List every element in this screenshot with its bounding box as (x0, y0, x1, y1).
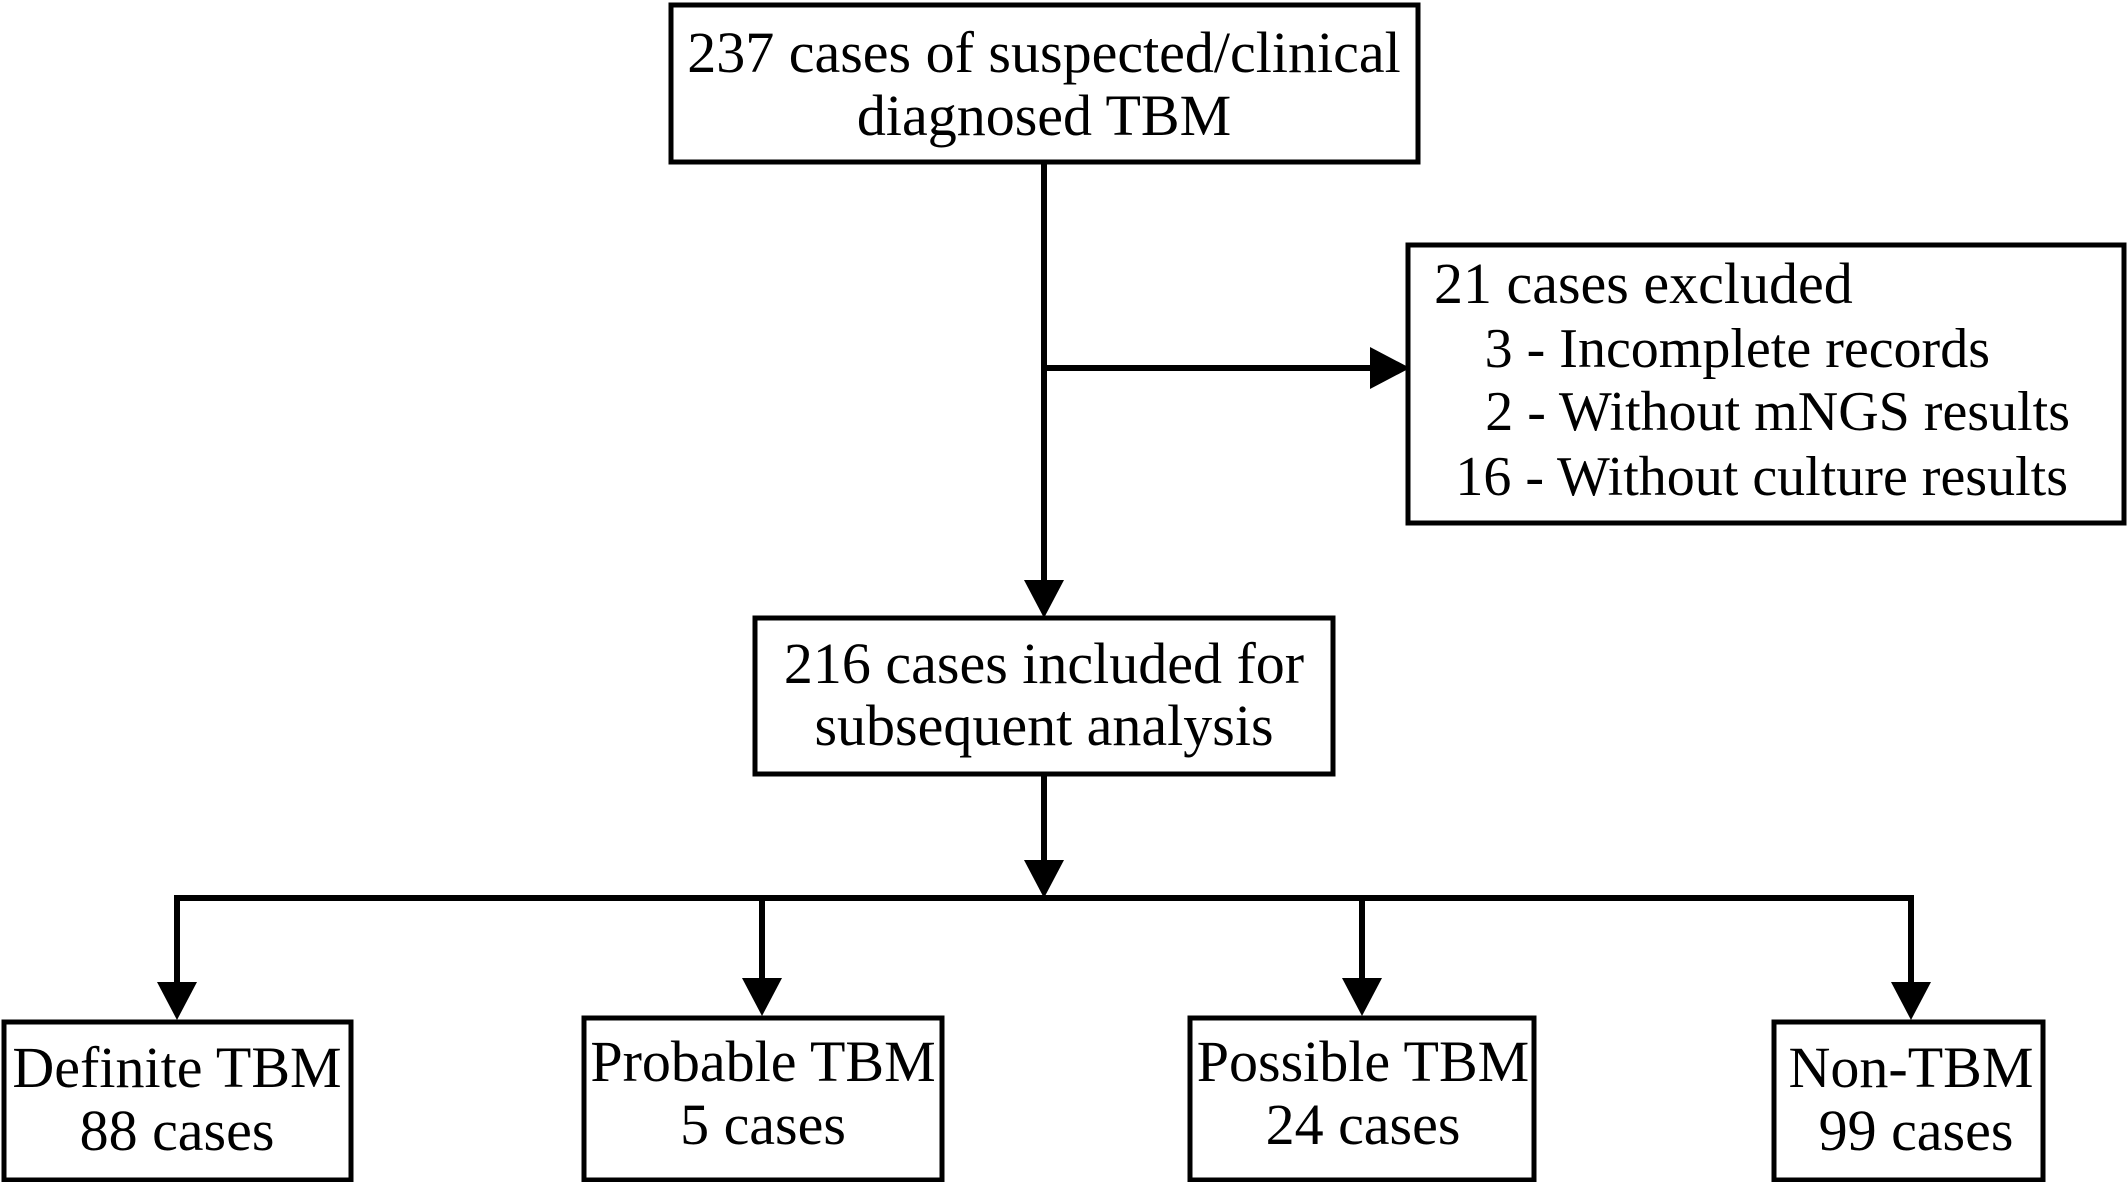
initial-box (668, 2, 1421, 165)
probable-box (581, 1015, 945, 1182)
definite-label: Definite TBM (12, 1035, 341, 1100)
outcome-possible: Possible TBM 24 cases (1187, 1015, 1537, 1182)
definite-box (1, 1019, 354, 1182)
non-tbm-count: 99 cases (1819, 1098, 2014, 1163)
arrow-to-excluded (1370, 347, 1410, 389)
excluded-item-no-mngs: 2 - Without mNGS results (1485, 381, 2070, 443)
arrow-to-included (1024, 580, 1064, 618)
initial-node: 237 cases of suspected/clinical diagnose… (668, 2, 1421, 165)
arrow-to-definite (157, 982, 197, 1020)
excluded-node: 21 cases excluded 3 - Incomplete records… (1405, 242, 2127, 526)
included-line-1: 216 cases included for (784, 631, 1304, 696)
possible-label: Possible TBM (1197, 1029, 1530, 1094)
outcome-definite: Definite TBM 88 cases (1, 1019, 354, 1182)
definite-count: 88 cases (80, 1098, 275, 1163)
probable-label: Probable TBM (590, 1029, 935, 1094)
excluded-title: 21 cases excluded (1434, 251, 1853, 316)
connectors (157, 162, 1931, 1020)
included-box (752, 615, 1336, 777)
included-node: 216 cases included for subsequent analys… (752, 615, 1336, 777)
included-line-2: subsequent analysis (814, 693, 1273, 758)
arrow-to-probable (742, 978, 782, 1016)
initial-line-2: diagnosed TBM (857, 83, 1231, 148)
outcome-non-tbm: Non-TBM 99 cases (1771, 1019, 2046, 1182)
excluded-box (1405, 242, 2127, 526)
arrow-to-non-tbm (1891, 982, 1931, 1020)
probable-count: 5 cases (680, 1092, 846, 1157)
possible-count: 24 cases (1266, 1092, 1461, 1157)
excluded-item-incomplete: 3 - Incomplete records (1485, 318, 1990, 380)
arrow-to-possible (1342, 978, 1382, 1016)
excluded-item-no-culture: 16 - Without culture results (1455, 446, 2068, 508)
possible-box (1187, 1015, 1537, 1182)
outcome-probable: Probable TBM 5 cases (581, 1015, 945, 1182)
non-tbm-box (1771, 1019, 2046, 1182)
initial-line-1: 237 cases of suspected/clinical (687, 20, 1400, 85)
non-tbm-label: Non-TBM (1789, 1035, 2034, 1100)
arrow-to-split (1024, 860, 1064, 898)
